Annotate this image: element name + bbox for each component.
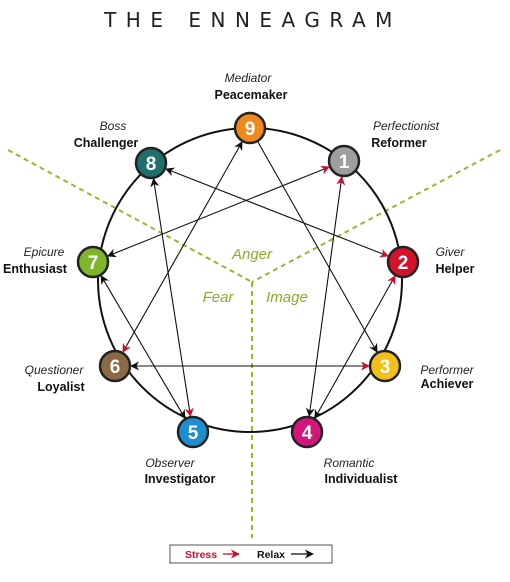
divider-left [7,149,253,283]
type-2-number: 2 [398,253,409,274]
type-5-role: Observer [145,456,195,470]
zone-fear: Fear [203,289,235,306]
type-4-circle [290,415,324,449]
connection-9-3 [257,141,378,353]
connection-5-7 [100,275,186,419]
type-8-role: Boss [100,119,127,133]
type-4-number: 4 [302,423,313,444]
connection-lines [100,141,396,419]
type-1-number: 1 [339,152,350,173]
divider-right [251,149,501,283]
type-8-name: Challenger [74,136,139,150]
zone-anger: Anger [231,246,273,263]
type-9-name: Peacemaker [215,88,288,102]
type-3-name: Achiever [421,377,474,391]
type-9-number: 9 [245,119,256,140]
type-node-2[interactable]: 2 Giver Helper [386,245,475,279]
type-3-number: 3 [380,357,391,378]
legend-stress-label: Stress [185,549,217,561]
triad-dividers [7,149,501,538]
type-5-number: 5 [188,423,199,444]
type-2-circle [386,245,420,279]
legend: Stress Relax [169,544,333,564]
type-node-7[interactable]: 7 Epicure Enthusiast [3,245,110,279]
type-node-8[interactable]: 8 Boss Challenger [74,119,168,180]
connection-1-4 [305,176,343,417]
type-3-role: Performer [420,363,474,377]
type-1-role: Perfectionist [373,119,440,133]
type-node-5[interactable]: 5 Observer Investigator [145,415,216,486]
zone-image: Image [266,289,308,306]
type-6-number: 6 [110,357,121,378]
type-2-role: Giver [436,245,466,259]
type-1-name: Reformer [371,136,427,150]
type-1-circle [327,144,361,178]
connection-7-1 [107,165,331,257]
connection-6-9 [122,141,243,353]
type-5-name: Investigator [145,472,216,486]
legend-relax-label: Relax [257,549,285,561]
type-4-role: Romantic [324,456,375,470]
type-7-name: Enthusiast [3,262,68,276]
type-6-name: Loyalist [37,380,85,394]
type-node-1[interactable]: 1 Perfectionist Reformer [327,119,440,178]
type-5-circle [176,415,210,449]
legend-box [169,544,333,564]
type-node-4[interactable]: 4 Romantic Individualist [290,415,399,486]
type-2-name: Helper [436,262,475,276]
type-4-name: Individualist [325,472,399,486]
type-9-circle [233,111,267,145]
type-3-circle [368,349,402,383]
type-node-3[interactable]: 3 Performer Achiever [368,349,475,391]
type-7-circle [76,245,110,279]
type-nodes: 1 Perfectionist Reformer 2 Giver Helper … [3,71,475,486]
type-6-circle [98,349,132,383]
type-6-role: Questioner [25,363,85,377]
type-node-9[interactable]: 9 Mediator Peacemaker [215,71,288,145]
type-8-number: 8 [146,154,157,175]
connection-2-8 [165,167,389,257]
type-7-role: Epicure [24,245,65,259]
diagram-title: THE ENNEAGRAM [103,8,402,32]
type-9-role: Mediator [225,71,273,85]
connection-8-5 [152,178,194,418]
connection-4-2 [314,275,396,419]
type-8-circle [134,146,168,180]
type-7-number: 7 [88,253,99,274]
type-node-6[interactable]: 6 Questioner Loyalist [25,349,132,394]
